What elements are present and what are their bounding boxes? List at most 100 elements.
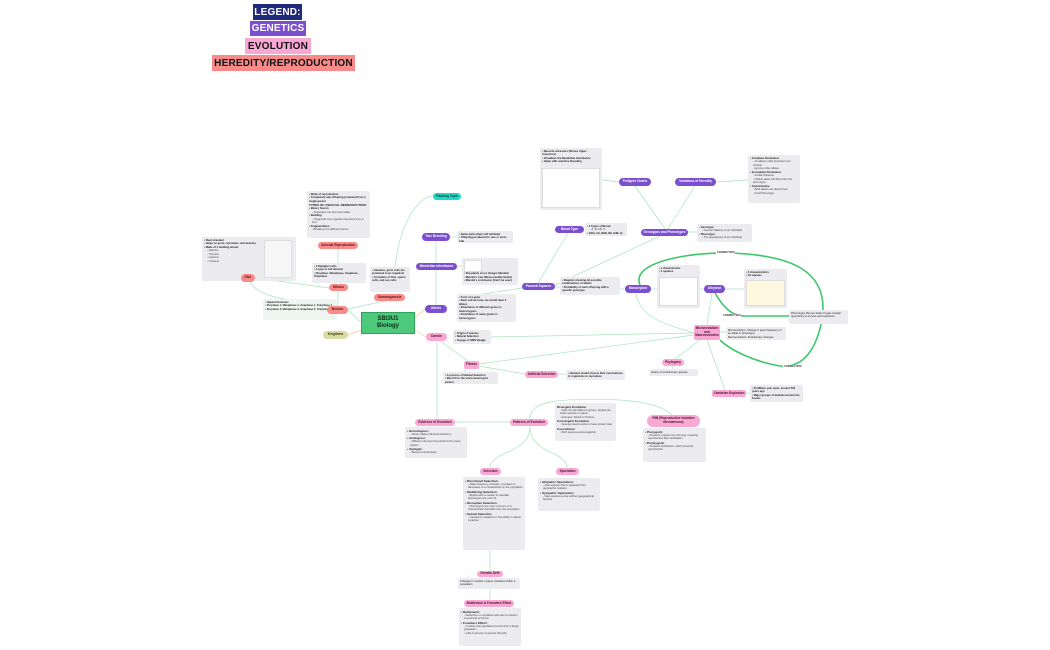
note-line: Coevolution <box>557 426 575 431</box>
note-selection[interactable]: • Directional Selection:Allele frequency… <box>463 477 525 550</box>
note-line: Gametes, germ cells are produced in an o… <box>372 269 408 276</box>
note-rim[interactable]: • PrezygoticPrevents zygotes from formin… <box>643 428 706 462</box>
note-mitosis[interactable]: 2 Daughter cellsA type of cell divisionP… <box>312 263 366 283</box>
note-darwin[interactable]: Origin of speciesNatural SelectionVoyage… <box>453 330 491 344</box>
node-dihybrid[interactable]: Dihybrid <box>704 285 725 293</box>
note-line: Phenotypes are more common of a characte… <box>465 505 523 512</box>
note-line: Offspring produced for one or more trait <box>459 236 511 243</box>
note-line: Adenine <box>204 249 266 253</box>
node-cambrian-explosion[interactable]: Cambrian Explosion <box>712 390 746 397</box>
node-punnett-squares[interactable]: Punnett Squares <box>522 283 555 290</box>
note-micro-macroevolution[interactable]: Microevolution: Change in gene frequency… <box>726 327 786 340</box>
note-alleles[interactable]: Form of a geneEach cell we have, we woul… <box>457 294 516 322</box>
note-evidence-of-evolution[interactable]: • Homologous:Same relation Structure/Ana… <box>405 427 467 458</box>
note-true-breeding[interactable]: Same traits when self fertilizedOffsprin… <box>457 231 513 243</box>
node-artificial-selection[interactable]: Artificial Selection <box>525 371 558 378</box>
note-line: • Homologous: <box>407 428 429 433</box>
node-blood-type[interactable]: Blood Type <box>555 226 584 233</box>
note-speciation[interactable]: • Allopatric Speciation:New species that… <box>538 478 600 511</box>
note-line: Little to almost no genetic diversity <box>461 632 519 636</box>
note-genotypes-phenotypes[interactable]: Genotype:Genetic Makeup of an individual… <box>697 224 752 242</box>
note-line: • Prezygotic <box>645 429 663 434</box>
note-punnett-squares[interactable]: Diagram showing all possible combination… <box>560 277 620 295</box>
node-dna[interactable]: DNA <box>241 274 255 282</box>
note-line: Made of 4 building blocks <box>204 246 266 250</box>
node-flashing-topic[interactable]: Flashing Topic <box>433 193 461 200</box>
note-patterns-of-evolution[interactable]: Divergent EvolutionSplit into two differ… <box>555 403 616 441</box>
note-bottleneck[interactable]: • Bottleneck:Reduction in population als… <box>459 608 521 646</box>
central-topic[interactable]: SBI3U1 Biology <box>361 312 415 334</box>
note-line: 45 Million year span, around 530 years a… <box>752 387 801 394</box>
node-pedigree-charts[interactable]: Pedigree Charts <box>619 178 651 186</box>
note-line: The appearance of an individual <box>699 236 750 240</box>
note-phylogeny[interactable]: History of evolutionary species <box>649 369 698 376</box>
note-line: Mendel's Law (Recessive/Dominant) <box>464 276 516 280</box>
node-kingdoms[interactable]: Kingdoms <box>323 331 348 339</box>
node-variations-of-heredity[interactable]: Variations of Heredity <box>675 178 716 186</box>
node-patterns-of-evolution[interactable]: Patterns of Evolution <box>510 419 548 426</box>
note-line: Begins with a median to maintain phenoty… <box>465 494 523 501</box>
note-line: Each cell we have, we would have 2 allel… <box>459 299 514 306</box>
note-line: Budding <box>309 214 368 218</box>
node-speciation[interactable]: Speciation <box>556 468 579 475</box>
note-genetic-drift[interactable]: Changes in number of gene variations wit… <box>458 578 520 589</box>
note-line: Records ancestors (Shows Upper Ancestors… <box>542 150 600 157</box>
note-line: Breaking into different pieces <box>309 228 368 232</box>
note-fitness[interactable]: A process of Natural SelectionBest fit f… <box>443 372 498 384</box>
note-meiosis[interactable]: Haploid GametesProphase 1, Metaphase 1, … <box>263 299 337 320</box>
note-line: Prophase, Metaphase, Anaphase, Telophase <box>314 272 364 279</box>
node-phylogeny[interactable]: Phylogeny <box>662 359 684 366</box>
node-rim[interactable]: RIM (Reproductive Isolation Mechanisms) <box>647 415 700 427</box>
note-line: Cytosine <box>204 260 266 264</box>
note-line: Same relation Structure/Anatomy <box>407 433 465 437</box>
note-line: A type of cell division <box>314 268 364 272</box>
note-line: Different structure but performs the sam… <box>407 440 465 447</box>
note-asexual-reproduction[interactable]: Mode of reproductionCompletely new offsp… <box>307 191 370 238</box>
node-bottleneck-founders[interactable]: Bottleneck & Founders Effect <box>464 600 514 607</box>
node-darwin[interactable]: Darwin <box>426 333 447 341</box>
note-line: Pea plants cross (Gregor Mendel) <box>464 272 516 276</box>
note-line: New species evolve without geographical … <box>540 495 598 502</box>
note-line: 2 characteristics <box>746 271 785 275</box>
note-line: Helps us grow, reproduce, and develop <box>204 242 266 246</box>
note-line: Become functionless <box>407 451 465 455</box>
node-alleles[interactable]: Alleles <box>425 305 447 313</box>
node-genetic-drift[interactable]: Genetic Drift <box>477 571 503 577</box>
node-micro-macroevolution[interactable]: Microevolution and Macroevolution <box>694 325 720 340</box>
note-cambrian-explosion[interactable]: 45 Million year span, around 530 years a… <box>750 385 803 402</box>
node-mendelian-inheritance[interactable]: Mendelian Inheritance <box>416 263 457 270</box>
node-gametogenesis[interactable]: Gametogenesis <box>374 294 405 301</box>
node-meiosis[interactable]: Meiosis <box>327 306 348 314</box>
note-line: 1 characteristic <box>659 267 698 271</box>
note-artificial-selection[interactable]: Humans would choose their own features i… <box>566 370 625 380</box>
note-line: A whole new population formed from a lar… <box>461 625 519 632</box>
note-line: Prevents zygotes from forming, meaning r… <box>645 434 704 441</box>
note-line: • Disruptive Selection <box>465 500 497 505</box>
note-line: Codominance <box>750 185 798 189</box>
node-mitosis[interactable]: Mitosis <box>329 284 348 291</box>
note-line: Haploid Gametes <box>265 301 335 305</box>
node-asexual-reproduction[interactable]: Asexual Reproduction <box>318 242 358 249</box>
note-gametogenesis[interactable]: Gametes, germ cells are produced in an o… <box>370 267 410 292</box>
note-blood-type[interactable]: 4 Types of Blood:A, B, AB, O(IAIA, IAi, … <box>585 223 627 236</box>
legend-heredity-reproduction: HEREDITY/REPRODUCTION <box>212 55 355 71</box>
note-phenotypes-fit[interactable]: Phenotypes that are better fit gets a be… <box>789 310 848 324</box>
legend-title: LEGEND: <box>253 4 302 20</box>
note-line: TYPES OF ASEXUAL REPRODUCTION: <box>309 203 367 207</box>
node-evidence-of-evolution[interactable]: Evidence of Evolution <box>415 419 455 426</box>
note-line: Mode of reproduction <box>309 193 368 197</box>
note-line: Humans would choose their own features i… <box>568 372 623 379</box>
node-selection[interactable]: Selection <box>480 468 501 475</box>
node-fitness[interactable]: Fitness <box>464 361 479 369</box>
note-line: Visualizes the Mendelian Inheritance <box>542 157 600 161</box>
note-line: Best fit for the environment gets picked <box>445 377 496 384</box>
note-line: Caused by variations in the ability to a… <box>465 516 523 523</box>
note-line: Natural Selection <box>455 335 489 339</box>
note-line: Voyage of HMS Beagle <box>455 339 489 343</box>
monohybrid-cross-image <box>659 277 698 306</box>
node-true-breeding[interactable]: True Breeding <box>422 233 450 241</box>
note-variations-of-heredity[interactable]: Complete DominanceAn allele is fully dom… <box>748 155 800 203</box>
node-genotypes-phenotypes[interactable]: Genotypes and Phenotypes <box>641 229 688 236</box>
note-line: (IAIA, IAi, IBIB, IBi, IAIB, ii) <box>587 232 625 236</box>
node-monohybrid[interactable]: Monohybrid <box>625 285 651 293</box>
